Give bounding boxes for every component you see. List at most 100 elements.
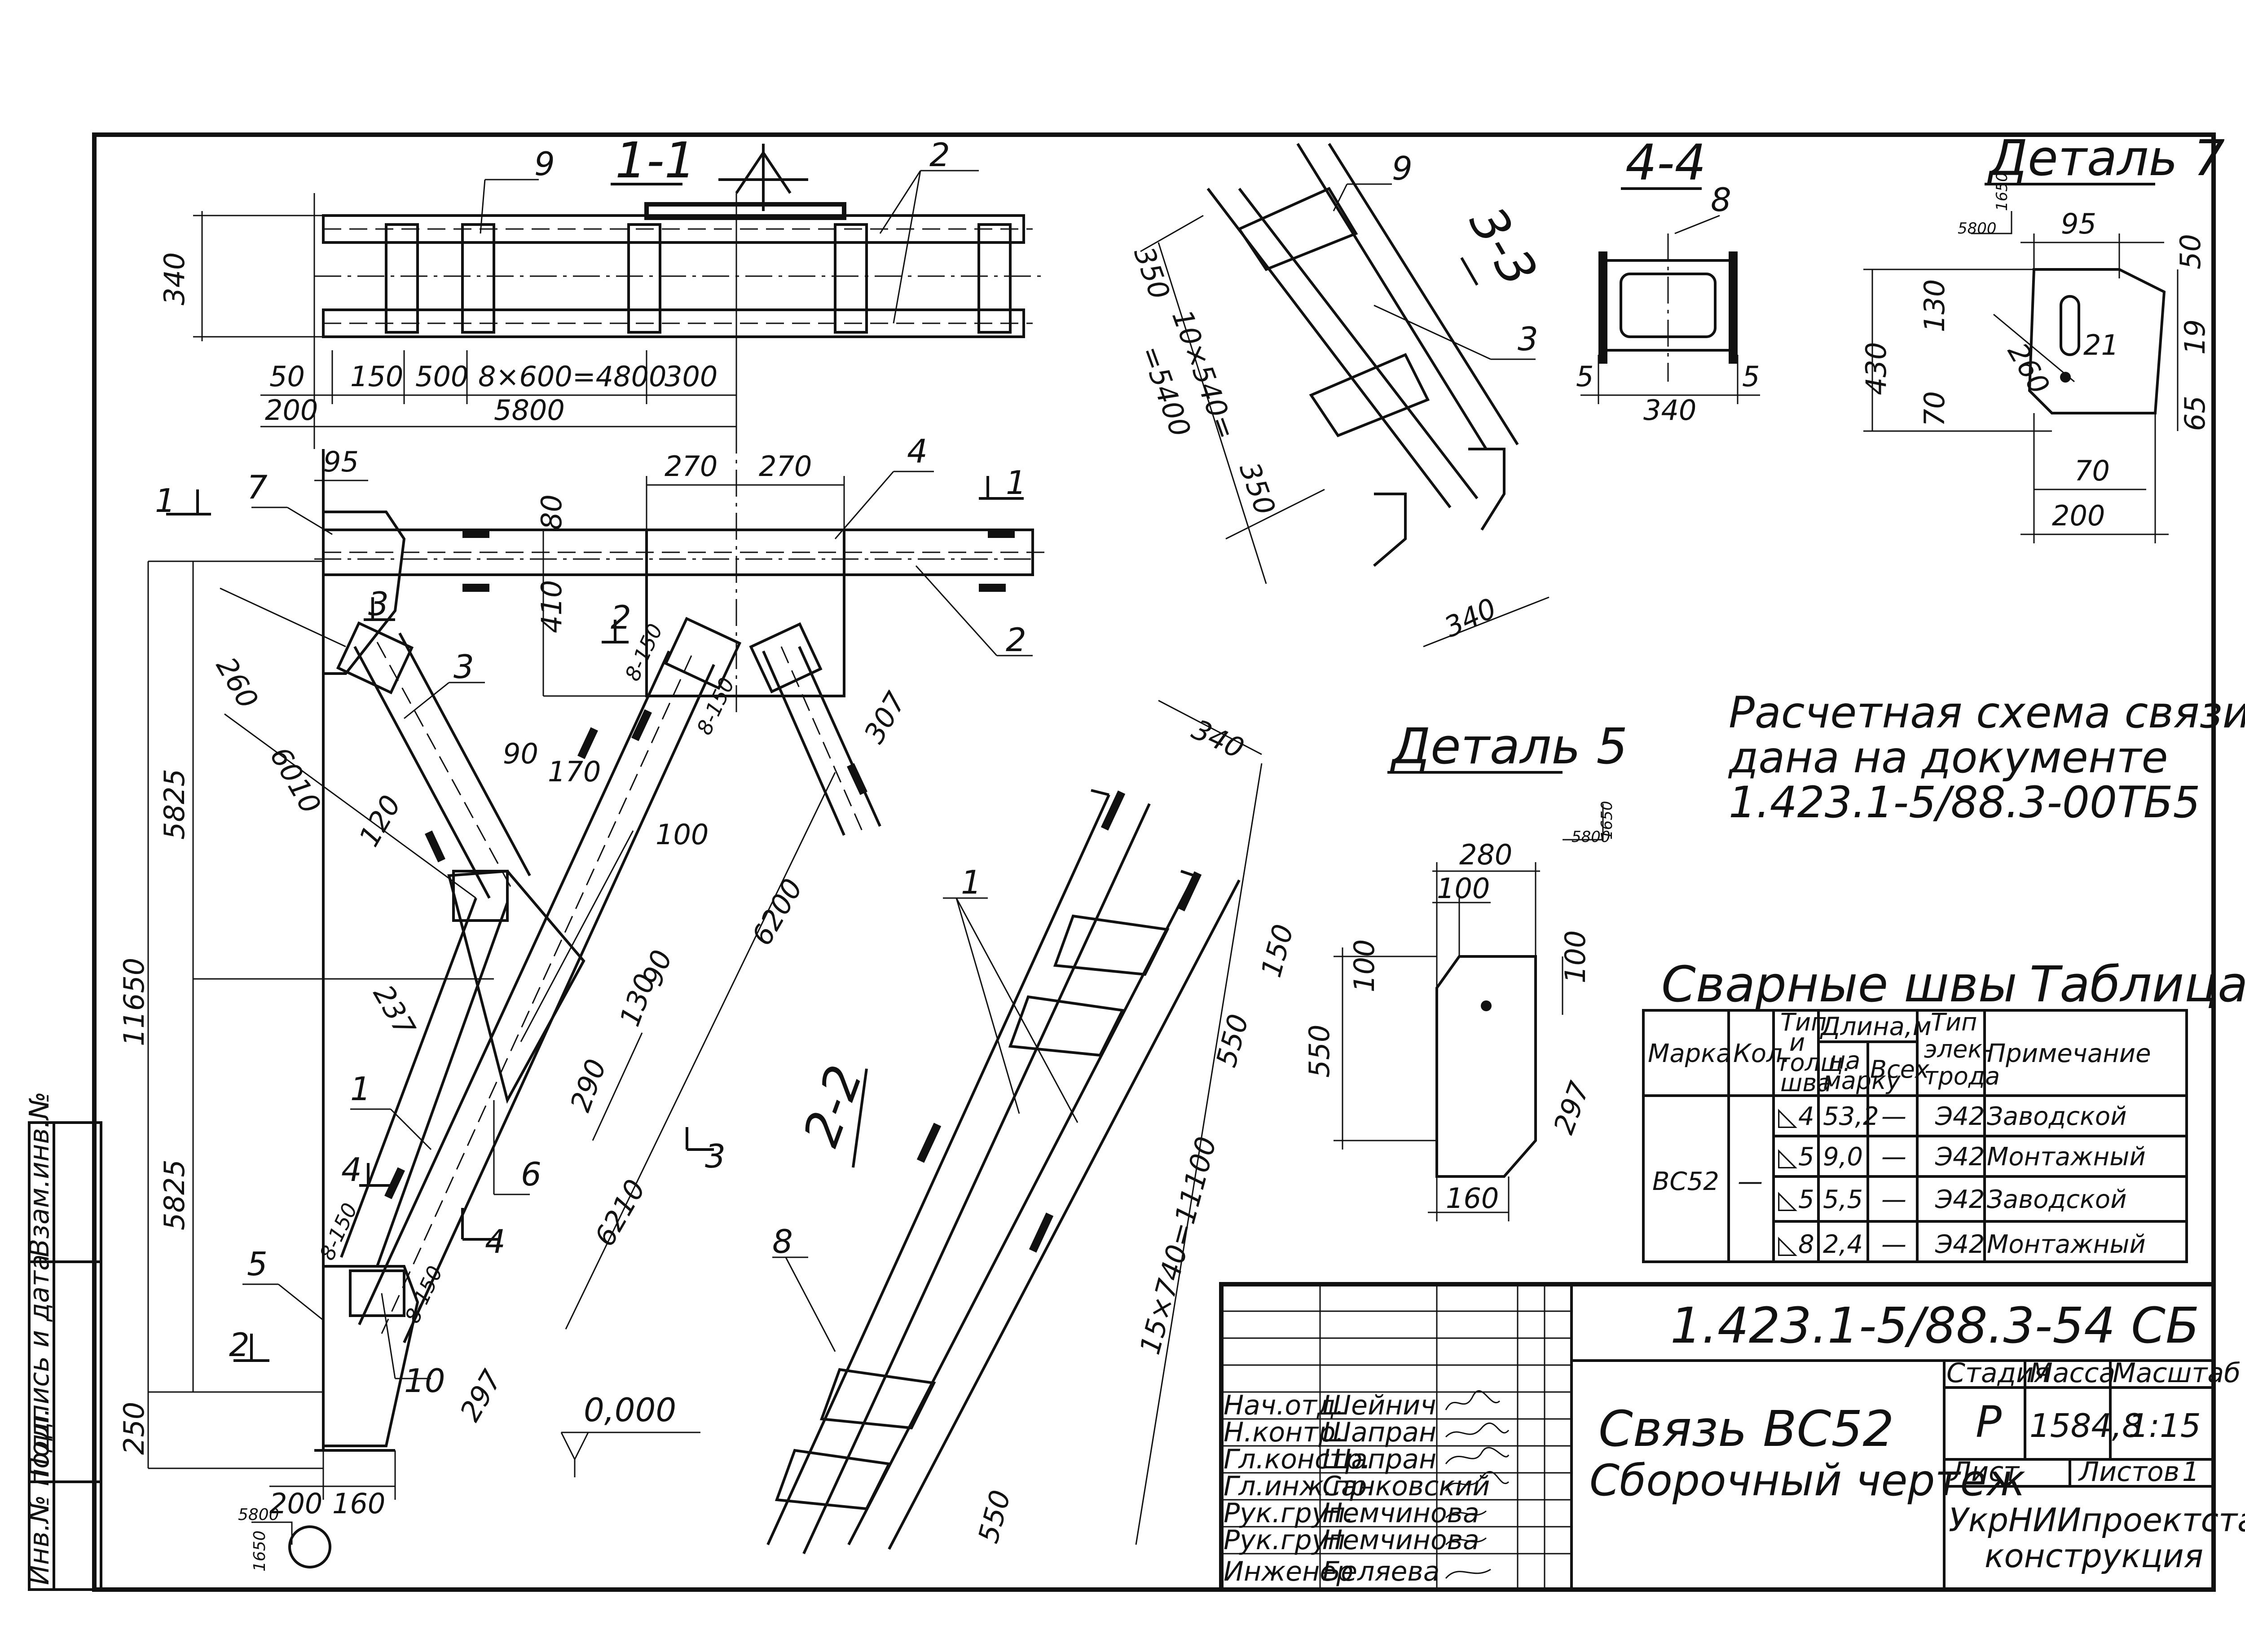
dim-5825-upper: 5825 (158, 769, 191, 840)
th-type-2: и (1789, 1028, 1805, 1057)
callout-1: 1 (350, 1070, 371, 1108)
dim-160-bottom: 160 (332, 1487, 385, 1520)
dim-95-d7: 95 (2061, 207, 2096, 240)
th-type-3: толщ. (1776, 1048, 1851, 1077)
weld-symbol: ◺ (1778, 1185, 1797, 1214)
title-name-2: Сборочный чертеж (1589, 1455, 2025, 1506)
stamp-sign-label: Подпись и дата (24, 1254, 55, 1477)
callout-6: 6 (521, 1155, 541, 1193)
sheets-value: 1 (2182, 1456, 2199, 1488)
callout-9-section-3: 9 (1392, 150, 1413, 187)
name-3: Санковский (1322, 1471, 1490, 1502)
dim-150: 150 (350, 360, 403, 393)
scale-value: 1:15 (2128, 1407, 2201, 1445)
callout-3-section-3: 3 (1518, 320, 1538, 358)
th-type-4: шва (1780, 1069, 1831, 1097)
section-1-1: 1-1 340 50 150 500 8×600=4800 300 (158, 132, 1042, 449)
name-2: Шапран (1322, 1444, 1436, 1475)
cell-elec: Э42 (1935, 1102, 1985, 1131)
sheets-label: Листов (2078, 1456, 2179, 1488)
note-line-3: 1.423.1-5/88.3-00ТБ5 (1729, 777, 2201, 828)
th-length: Длина,м (1819, 1012, 1932, 1041)
cell-len: 9,0 (1823, 1142, 1863, 1172)
slope-5800-d7: 5800 (1958, 220, 1997, 238)
cell-weld: 4 (1798, 1102, 1814, 1131)
dim-90: 90 (503, 737, 538, 770)
dim-200: 200 (265, 394, 318, 427)
cell-qty: — (1738, 1167, 1763, 1196)
role-4: Рук.груп. (1224, 1498, 1354, 1529)
cut-mark-1-right: 1 (1006, 464, 1026, 502)
detail-5: Деталь 5 280 100 100 100 550 297 160 580… (1303, 718, 1628, 1221)
slope-1650-d5: 1650 (1598, 801, 1616, 840)
cell-len: 53,2 (1823, 1102, 1879, 1131)
dim-290: 290 (563, 1055, 612, 1116)
role-5: Рук.груп (1224, 1524, 1345, 1556)
dim-270-right: 270 (759, 450, 812, 483)
dimension-circle (288, 1525, 331, 1568)
callout-2-main: 2 (1006, 621, 1026, 659)
dim-237: 237 (367, 979, 422, 1042)
dim-430-d7: 430 (1860, 342, 1893, 395)
cut-mark-1-left: 1 (155, 482, 176, 520)
sheet-label: Лист (1950, 1456, 2020, 1488)
cell-total: — (1881, 1102, 1906, 1131)
dim-297: 297 (453, 1365, 508, 1427)
dim-170: 170 (548, 755, 601, 788)
dim-100-d5-right: 100 (1559, 930, 1592, 983)
bolt-spacing-2: 8-150 (692, 674, 739, 739)
name-0: Шейнич (1322, 1390, 1436, 1421)
cut-mark-2-bottom: 2 (229, 1326, 250, 1364)
dim-350-bottom: 350 (1233, 458, 1282, 519)
dim-300: 300 (665, 360, 718, 393)
cell-note: Заводской (1987, 1102, 2126, 1131)
dim-500: 500 (415, 360, 468, 393)
cell-len: 5,5 (1823, 1185, 1863, 1214)
dim-410: 410 (535, 580, 568, 633)
section-4-4: 4-4 8 5 340 5 (1576, 134, 1760, 427)
section-3-3-title: 3-3 (1458, 197, 1548, 296)
dim-100: 100 (656, 818, 709, 851)
slope-5800-bottom: 5800 (238, 1506, 279, 1524)
callout-4: 4 (907, 432, 928, 470)
section-4-4-title: 4-4 (1625, 134, 1706, 191)
cut-mark-3-bottom: 3 (705, 1137, 726, 1175)
org-line-2: конструкция (1985, 1537, 2203, 1575)
dim-50: 50 (269, 360, 305, 393)
dim-260-d7: 260 (2001, 337, 2056, 400)
table-row: ◺ 5 9,0 — Э42 Монтажный (1778, 1142, 2146, 1172)
callout-3: 3 (453, 648, 474, 686)
callout-2: 2 (929, 136, 950, 174)
dim-550-bottom-section-2: 550 (972, 1487, 1017, 1546)
cell-weld: 5 (1798, 1185, 1814, 1214)
table-row: ◺ 4 53,2 — Э42 Заводской (1778, 1102, 2126, 1131)
cell-elec: Э42 (1935, 1142, 1985, 1172)
name-6: Беляева (1322, 1556, 1440, 1587)
role-2: Гл.констр. (1224, 1444, 1371, 1475)
cell-total: — (1881, 1142, 1906, 1172)
dim-270-left: 270 (665, 450, 718, 483)
dim-297-d5: 297 (1547, 1077, 1596, 1138)
callout-1-section-2: 1 (961, 863, 982, 901)
weld-symbol: ◺ (1778, 1142, 1797, 1172)
cell-weld: 5 (1798, 1142, 1814, 1172)
weld-symbol: ◺ (1778, 1102, 1797, 1131)
signature-4 (1445, 1510, 1487, 1519)
dim-11650: 11650 (118, 958, 150, 1046)
callout-8-section-2: 8 (772, 1223, 793, 1260)
cell-note: Монтажный (1987, 1142, 2146, 1172)
mass-value: 1584,8 (2029, 1407, 2143, 1445)
role-6: Инженер (1224, 1556, 1353, 1587)
th-total: Всех (1870, 1055, 1930, 1084)
slope-1650-d7: 1650 (1993, 172, 2011, 211)
weld-table-title: Сварные швы (1661, 956, 2017, 1013)
dim-250: 250 (118, 1402, 150, 1455)
callout-9: 9 (534, 145, 555, 183)
signature-0 (1445, 1390, 1501, 1410)
main-view: 0,000 11650 5825 5825 250 260 6010 270 2… (118, 427, 1046, 1572)
cell-total: — (1881, 1230, 1906, 1259)
note-line-2: дана на документе (1728, 732, 2168, 783)
cell-weld: 8 (1798, 1230, 1814, 1259)
slope-1650-bottom: 1650 (251, 1530, 269, 1572)
dim-550-d5: 550 (1303, 1025, 1336, 1078)
